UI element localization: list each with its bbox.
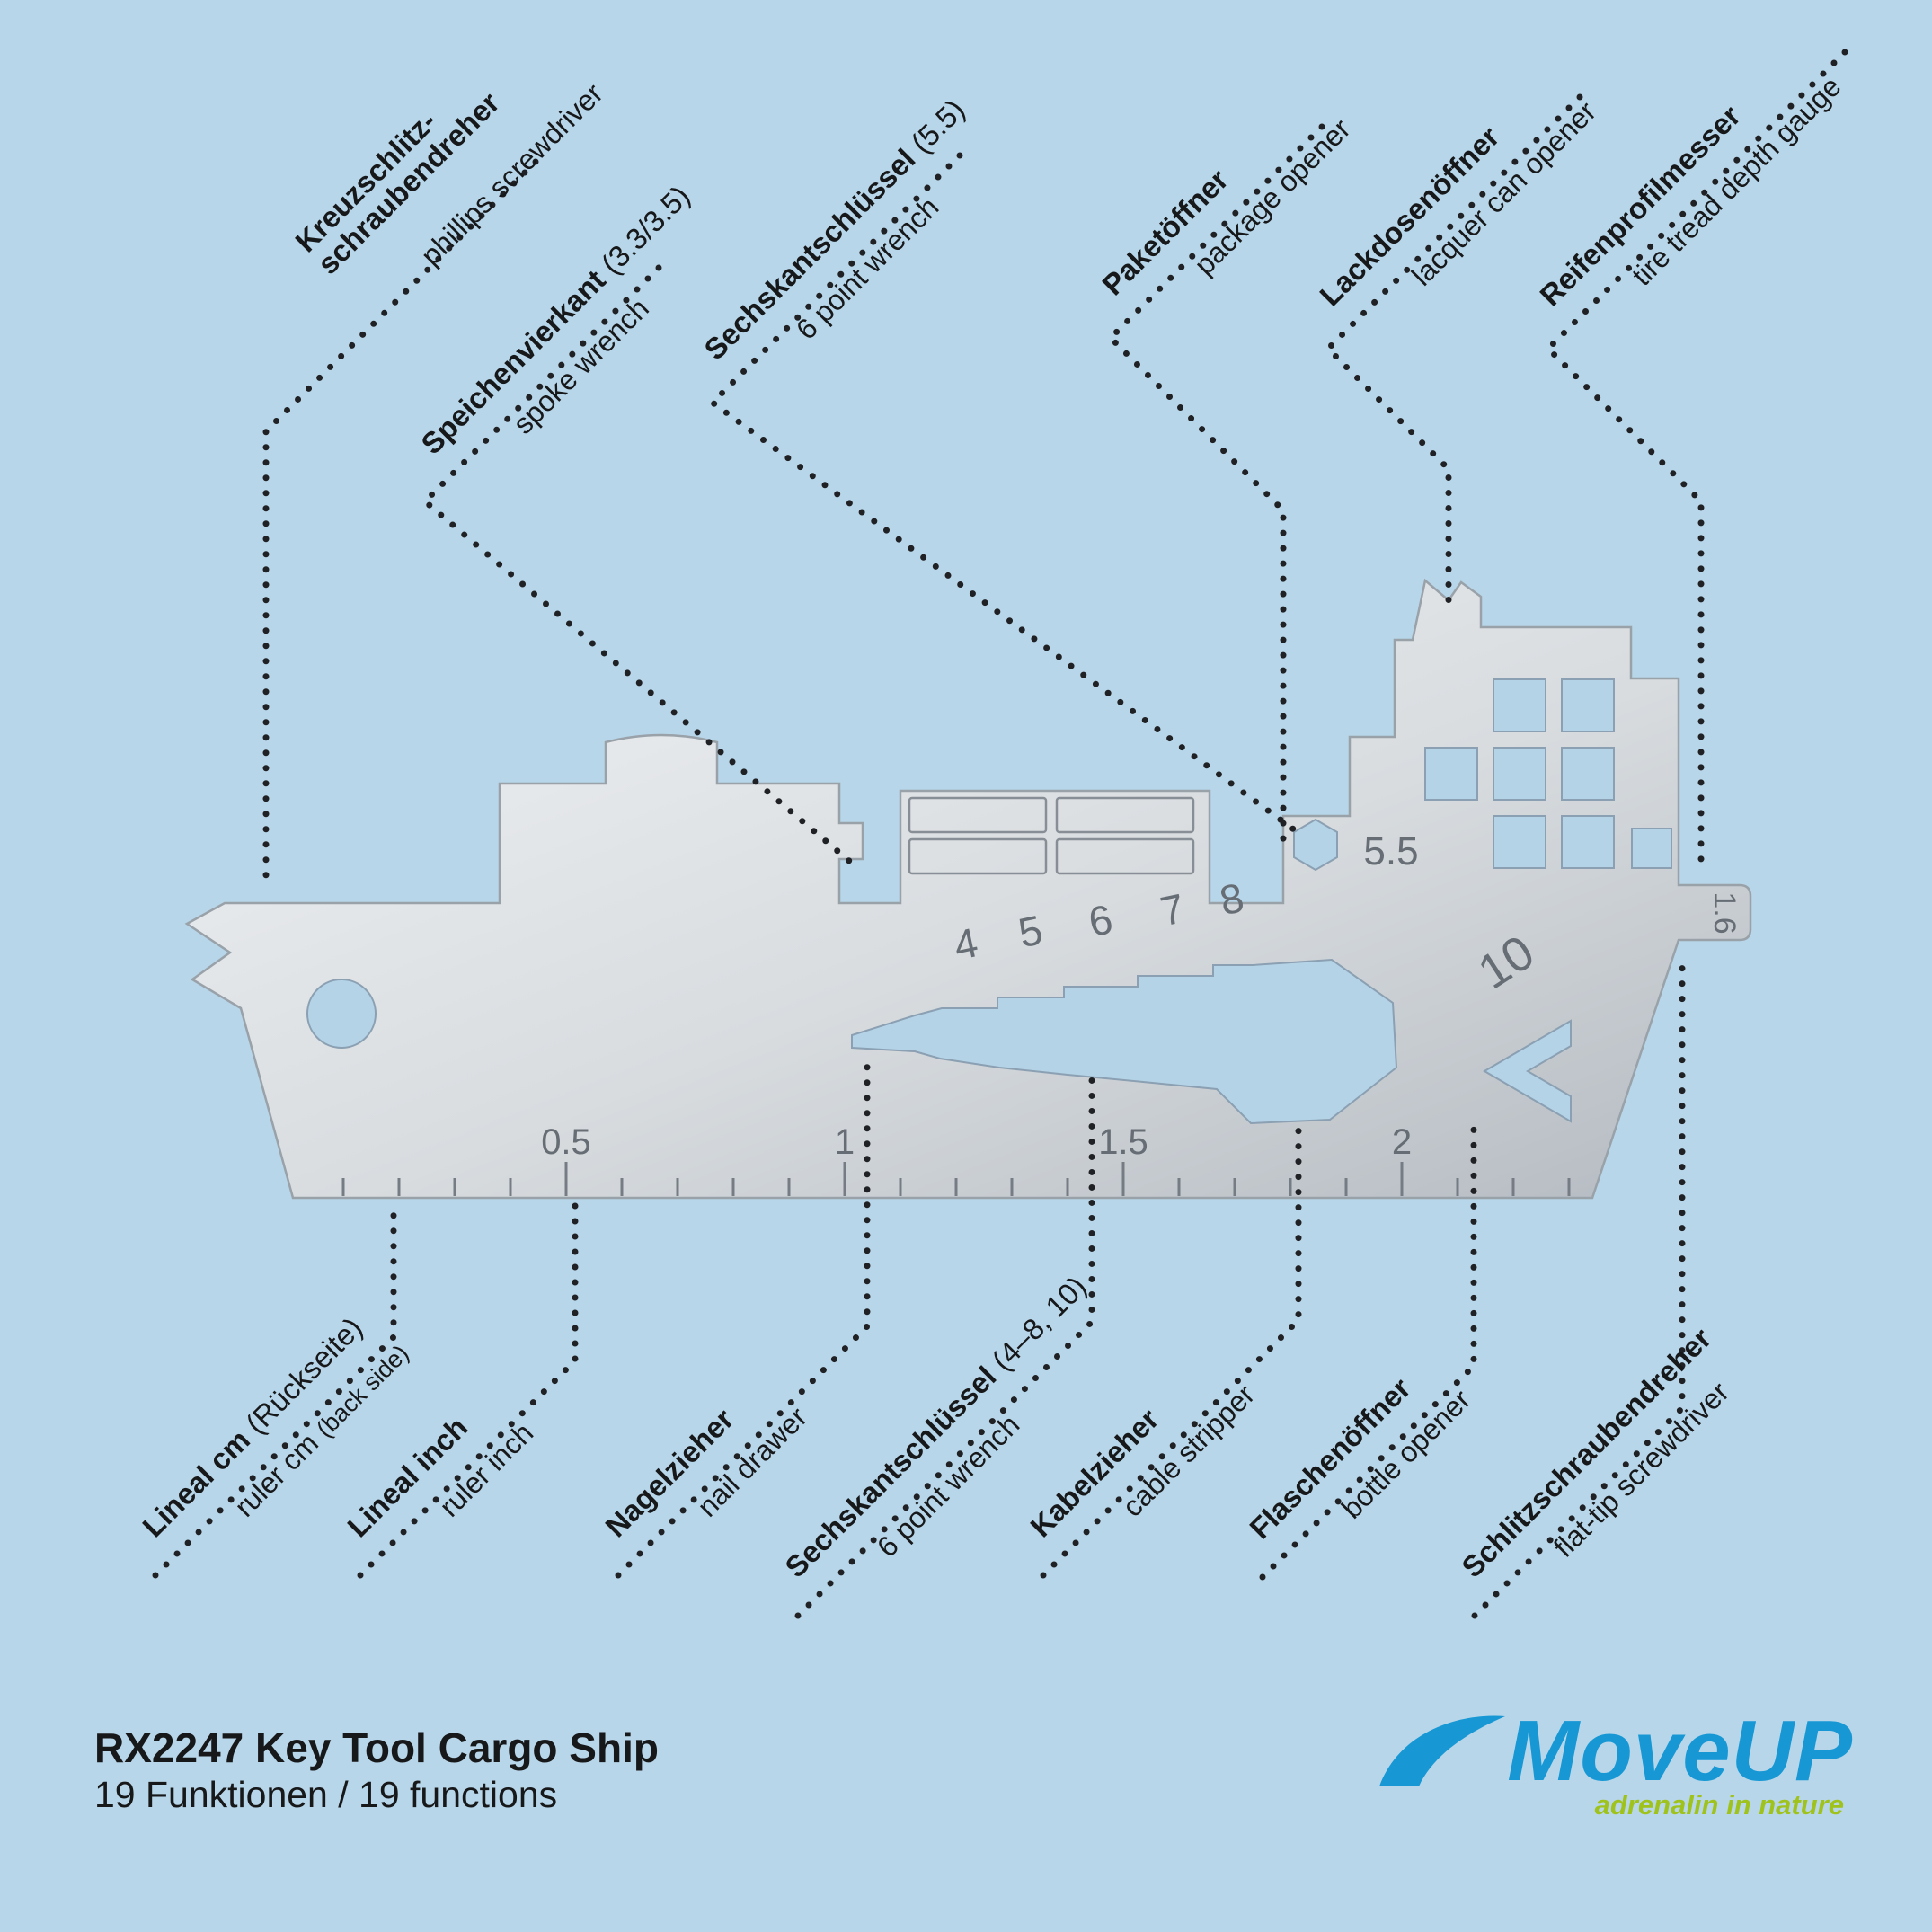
leader-nail-drawer	[615, 1050, 871, 1579]
leader-6-point-wrench-55	[707, 152, 1308, 841]
square-cutout	[1561, 815, 1615, 869]
size-markings: 4 5 6 7 8 10 5.5 1.6 0.5 1 1.5 2	[541, 829, 1741, 1162]
container-outline	[1055, 796, 1195, 834]
product-info: RX2247 Key Tool Cargo Ship 19 Funktionen…	[94, 1724, 659, 1817]
leader-lines-top	[262, 49, 1848, 889]
hex-55-hole	[1293, 818, 1338, 872]
leader-cable-stripper	[1040, 1121, 1302, 1579]
container-outline	[908, 796, 1048, 834]
square-cutout	[1424, 747, 1478, 801]
container-outline	[908, 837, 1048, 875]
inch-ruler-ticks	[341, 1162, 1571, 1196]
container-engravings	[908, 796, 1195, 875]
hex-wrench-slot-cutout	[851, 958, 1398, 1125]
bottle-opener-cutout	[1483, 1019, 1572, 1123]
leader-6-point-wrench-4-10	[794, 1073, 1095, 1619]
crane-square-cutouts	[1424, 678, 1672, 869]
logo-tagline: adrenalin in nature	[1594, 1789, 1844, 1821]
key-tool-body	[184, 578, 1752, 1200]
ruler-label-1: 1	[835, 1122, 855, 1162]
logo-brand-text: MoveUP	[1507, 1703, 1853, 1799]
leader-ruler-inch	[357, 1199, 579, 1579]
square-cutout	[1561, 747, 1615, 801]
product-functions-count: 19 Funktionen / 19 functions	[94, 1774, 558, 1815]
leader-ruler-cm	[152, 1199, 397, 1579]
leader-bottle-opener	[1259, 1124, 1477, 1581]
leader-phillips-screwdriver	[262, 158, 539, 889]
square-cutout	[1631, 828, 1672, 869]
keyring-hole	[306, 979, 377, 1049]
product-title: RX2247 Key Tool Cargo Ship	[94, 1724, 659, 1771]
leader-spoke-wrench	[420, 264, 853, 864]
ruler-label-15: 1.5	[1098, 1122, 1148, 1162]
square-cutout	[1493, 678, 1546, 732]
square-cutout	[1493, 815, 1546, 869]
moveup-logo: MoveUP adrenalin in nature	[1372, 1707, 1853, 1821]
logo-swoosh-icon	[1379, 1715, 1506, 1786]
square-cutout	[1561, 678, 1615, 732]
ruler-label-2: 2	[1392, 1122, 1412, 1162]
square-cutout	[1493, 747, 1546, 801]
ruler-label-05: 0.5	[541, 1122, 591, 1162]
container-outline	[1055, 837, 1195, 875]
leader-lines-bottom	[152, 962, 1686, 1619]
leader-lacquer-can-opener	[1324, 93, 1583, 615]
hex-size-5-5: 5.5	[1363, 829, 1418, 873]
tread-depth-1-6: 1.6	[1707, 891, 1741, 934]
